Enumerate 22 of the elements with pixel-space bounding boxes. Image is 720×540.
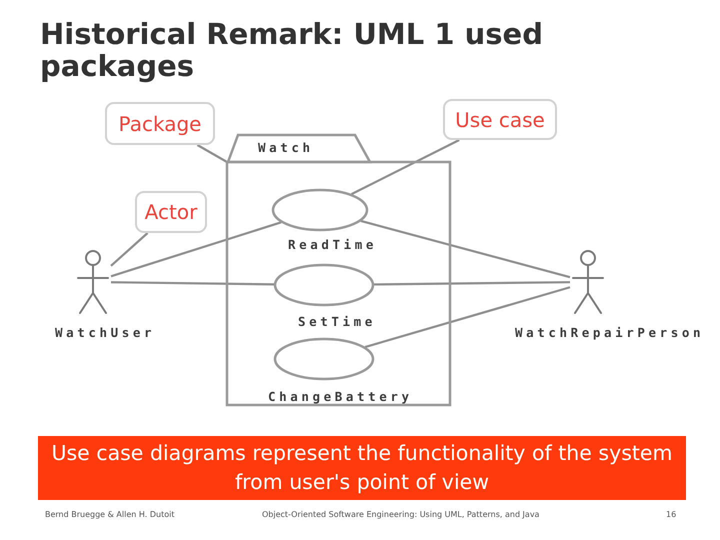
- note-banner: Use case diagrams represent the functionality of the system from user's point of view: [38, 436, 686, 500]
- callout-bubble: Use case: [443, 99, 557, 140]
- use-case-name: ChangeBattery: [268, 390, 413, 404]
- footer-text: Object-Oriented Software Engineering: Using UML, Patterns, and Java: [262, 510, 540, 520]
- leader-line: [196, 144, 228, 163]
- leader-line: [110, 232, 148, 267]
- association-line: [110, 221, 282, 278]
- slide-title: Historical Remark: UML 1 used packages: [40, 18, 544, 82]
- package-name: Watch: [258, 141, 314, 155]
- footer-text: Bernd Bruegge & Allen H. Dutoit: [45, 510, 174, 520]
- page-number: 16: [666, 510, 676, 520]
- association-line: [110, 281, 274, 286]
- association-line: [364, 286, 570, 348]
- leader-line: [351, 139, 460, 196]
- callout-bubble: Package: [105, 102, 215, 145]
- actor-name: WatchRepairPerson: [515, 326, 704, 340]
- use-case-name: ReadTime: [288, 238, 378, 252]
- callout-bubble: Actor: [135, 191, 207, 233]
- association-line: [374, 281, 570, 286]
- actor-name: WatchUser: [55, 326, 156, 340]
- use-case-name: SetTime: [298, 315, 376, 329]
- association-line: [360, 220, 570, 278]
